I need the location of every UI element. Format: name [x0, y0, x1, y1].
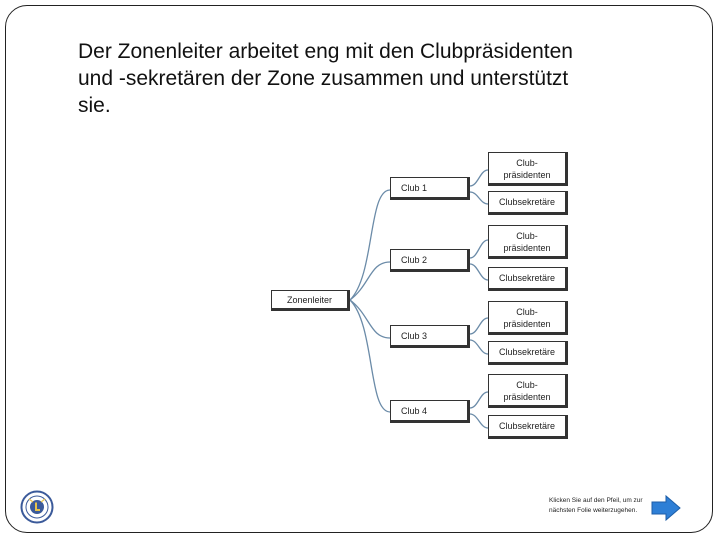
connector-root-club4: [349, 299, 391, 413]
connector-club1-sek: [469, 191, 489, 205]
lions-logo-icon: [20, 490, 54, 524]
connector-root-club2: [349, 261, 391, 301]
node-club-2: Club 2: [390, 249, 470, 272]
node-club2-praesidenten: Club- präsidenten: [488, 225, 568, 259]
next-arrow-button[interactable]: [650, 494, 682, 522]
node-club1-praesidenten: Club- präsidenten: [488, 152, 568, 186]
node-zonenleiter: Zonenleiter: [271, 290, 350, 311]
connector-club2-sek: [469, 263, 489, 281]
node-club1-sekretaere: Clubsekretäre: [488, 191, 568, 215]
node-club3-praesidenten: Club- präsidenten: [488, 301, 568, 335]
slide-frame: [5, 5, 713, 533]
node-club2-sekretaere: Clubsekretäre: [488, 267, 568, 291]
node-club3-sekretaere: Clubsekretäre: [488, 341, 568, 365]
node-club4-praesidenten: Club- präsidenten: [488, 374, 568, 408]
next-slide-hint: Klicken Sie auf den Pfeil, um zur nächst…: [549, 497, 643, 514]
connector-club3-sek: [469, 339, 489, 355]
node-club-1: Club 1: [390, 177, 470, 200]
connector-club4-sek: [469, 413, 489, 429]
connector-club1-pres: [469, 169, 489, 187]
connector-club4-pres: [469, 391, 489, 409]
node-club4-sekretaere: Clubsekretäre: [488, 415, 568, 439]
node-club-4: Club 4: [390, 400, 470, 423]
node-club-3: Club 3: [390, 325, 470, 348]
slide-title: Der Zonenleiter arbeitet eng mit den Clu…: [78, 40, 573, 117]
connector-root-club3: [349, 299, 391, 339]
connector-club3-pres: [469, 317, 489, 335]
connector-root-club1: [349, 189, 391, 301]
connector-club2-pres: [469, 239, 489, 259]
